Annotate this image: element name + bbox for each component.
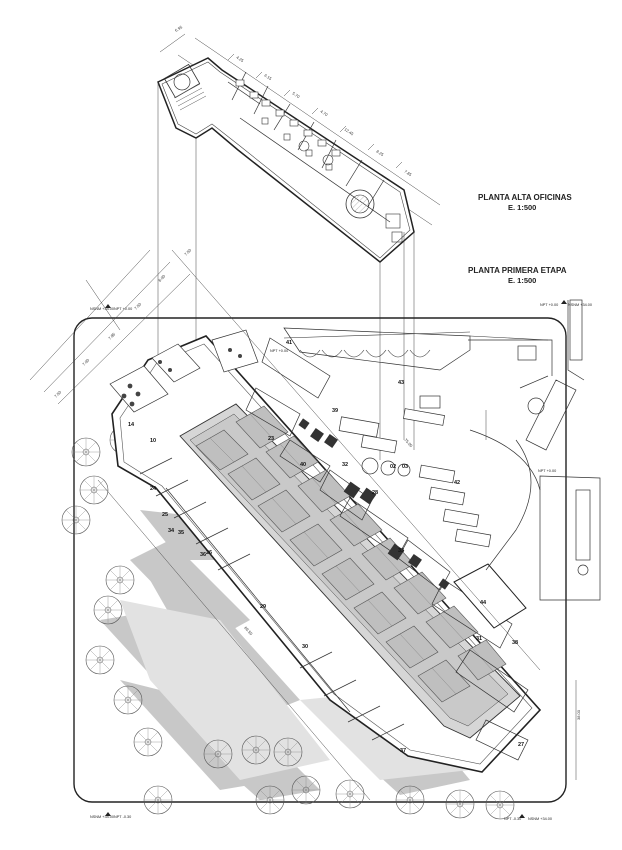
dimension-lines [29, 249, 577, 801]
level-nsnm-bottom-right: NSNM +34.00 [528, 817, 552, 821]
room-23: 23 [268, 436, 274, 442]
upper-plan-title: PLANTA ALTA OFICINAS [478, 193, 572, 202]
level-npt-bottom-right: NPT -0.30 [504, 817, 521, 821]
upper-dim-2: 4.25 [235, 55, 245, 64]
site-dim-7: 69.50 [243, 625, 254, 636]
site-dim-3: 7.85 [107, 331, 117, 341]
level-npt-top-right: NPT +0.00 [540, 303, 558, 307]
site-dim-6: 7.50 [183, 247, 193, 257]
site-dim-2: 7.00 [81, 357, 91, 367]
room-28: 28 [372, 490, 378, 496]
room-30: 30 [302, 644, 308, 650]
level-nsnm-bottom-left: NSNM +34.00 [90, 815, 114, 819]
site-dim-9: 38.00 [576, 709, 581, 720]
upper-dim-4: 5.70 [291, 91, 301, 100]
room-25: 25 [162, 512, 168, 518]
first-stage-title: PLANTA PRIMERA ETAPA [468, 266, 567, 275]
level-npt-mid: NPT +0.00 [270, 349, 288, 353]
room-29: 29 [260, 604, 266, 610]
room-44: 44 [480, 600, 487, 606]
room-26: 26 [206, 550, 212, 556]
room-38: 38 [512, 640, 518, 646]
room-35: 35 [178, 530, 184, 536]
level-npt-top-left: NPT +0.00 [114, 307, 132, 311]
room-33: 33 [398, 548, 404, 554]
main-building [109, 327, 549, 773]
room-numbers: 10 14 23 24 25 26 27 28 29 30 31 32 33 3… [128, 340, 524, 754]
room-40: 40 [300, 462, 306, 468]
site-dim-1: 7.50 [53, 389, 63, 399]
upper-dim-3: 6.15 [263, 73, 273, 82]
room-31: 31 [476, 636, 482, 642]
room-42: 42 [454, 480, 460, 486]
room-39: 39 [332, 408, 338, 414]
room-27: 27 [518, 742, 524, 748]
room-10: 10 [150, 438, 156, 444]
room-32: 32 [342, 462, 348, 468]
room-43: 43 [398, 380, 404, 386]
level-marks: NSNM +34.00 NPT +0.00 NPT +0.00 NSNM +34… [90, 303, 592, 821]
room-41: 41 [286, 340, 292, 346]
first-stage-scale: E. 1:500 [508, 276, 537, 285]
site-dim-4: 7.50 [133, 301, 143, 311]
room-02: 02 [390, 464, 396, 470]
room-36: 36 [200, 552, 206, 558]
upper-dim-8: 7.85 [403, 169, 413, 178]
site-dim-5: 6.00 [157, 273, 167, 283]
room-14: 14 [128, 422, 135, 428]
upper-dim-6: 12.45 [343, 127, 355, 137]
access-roads [468, 299, 601, 601]
upper-office-plan: 6.95 4.25 6.15 5.70 4.70 12.45 8.25 7.85 [157, 24, 441, 263]
room-37: 37 [400, 748, 406, 754]
room-24: 24 [150, 486, 157, 492]
site-boundary [73, 317, 567, 803]
upper-dim-7: 8.25 [375, 149, 385, 158]
level-nsnm-top-left: NSNM +34.00 [90, 307, 114, 311]
upper-dim-1: 6.95 [174, 24, 184, 33]
upper-plan-scale: E. 1:500 [508, 203, 537, 212]
level-npt-bottom-left: NPT -0.30 [114, 815, 131, 819]
site-dim-8: 75.00 [403, 437, 414, 448]
level-npt-right: NPT +0.00 [538, 469, 556, 473]
room-34: 34 [168, 528, 175, 534]
level-nsnm-top-right: NSNM +34.00 [568, 303, 592, 307]
room-03: 03 [402, 464, 408, 470]
upper-dim-5: 4.70 [319, 109, 329, 118]
